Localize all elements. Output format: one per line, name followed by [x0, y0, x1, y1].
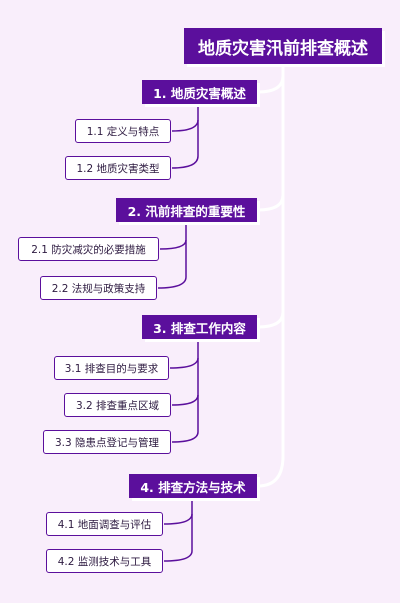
link-3-3 — [171, 395, 199, 443]
branch-node-2[interactable]: 2. 汛前排查的重要性 — [116, 198, 257, 222]
leaf-node-4-2[interactable]: 4.2 监测技术与工具 — [46, 549, 163, 573]
trunk-link-branch-3 — [257, 311, 285, 329]
branch-node-4[interactable]: 4. 排查方法与技术 — [129, 474, 257, 498]
leaf-node-3-2[interactable]: 3.2 排查重点区域 — [64, 393, 171, 417]
link-2-2 — [157, 240, 187, 289]
leaf-node-2-1[interactable]: 2.1 防灾减灾的必要措施 — [18, 237, 159, 261]
leaf-node-2-2[interactable]: 2.2 法规与政策支持 — [40, 276, 157, 300]
leaf-node-3-1[interactable]: 3.1 排查目的与要求 — [54, 356, 169, 380]
branch-node-1[interactable]: 1. 地质灾害概述 — [142, 80, 257, 104]
link-1-2 — [171, 120, 199, 169]
leaf-node-1-1[interactable]: 1.1 定义与特点 — [75, 119, 171, 143]
link-4-2 — [163, 514, 193, 562]
link-1-1 — [171, 104, 199, 132]
leaf-node-3-3[interactable]: 3.3 隐患点登记与管理 — [43, 430, 171, 454]
trunk-link-branch-1 — [257, 75, 285, 94]
link-3-1 — [169, 339, 199, 369]
link-3-2 — [171, 358, 199, 406]
link-4-1 — [163, 498, 193, 525]
root-node[interactable]: 地质灾害汛前排查概述 — [184, 28, 382, 64]
trunk-link-branch-2 — [257, 194, 285, 212]
branch-node-3[interactable]: 3. 排查工作内容 — [142, 315, 257, 339]
link-2-1 — [159, 222, 187, 250]
leaf-node-4-1[interactable]: 4.1 地面调查与评估 — [46, 512, 163, 536]
leaf-node-1-2[interactable]: 1.2 地质灾害类型 — [65, 156, 171, 180]
trunk-line — [257, 64, 285, 488]
